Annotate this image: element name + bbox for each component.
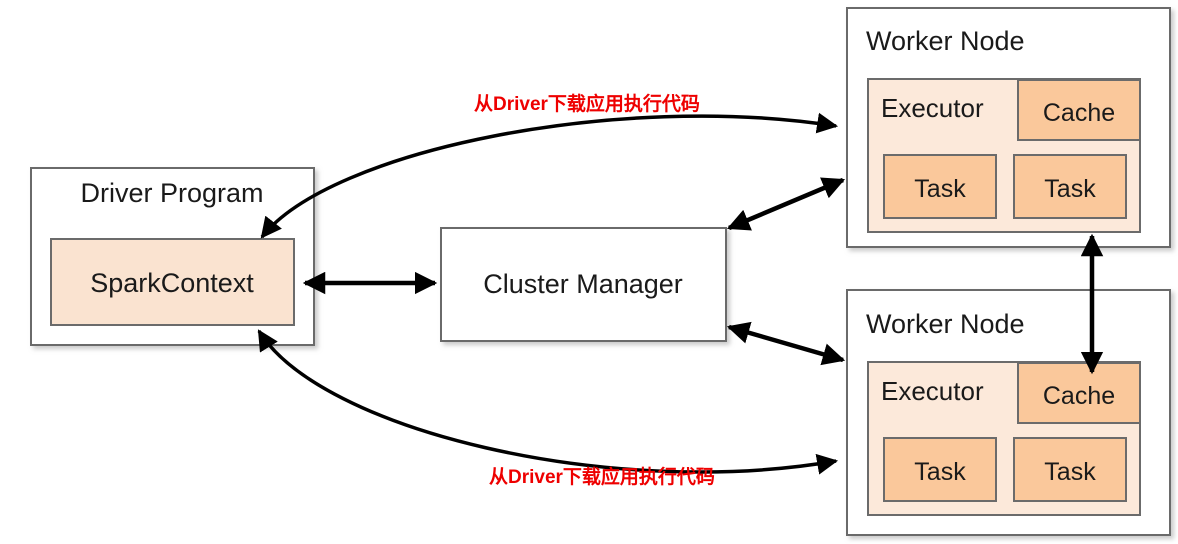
annotation-top-label: 从Driver下载应用执行代码: [474, 92, 700, 115]
worker-node-2-title: Worker Node: [866, 309, 1025, 339]
driver-program-title: Driver Program: [80, 178, 263, 208]
worker-node-2-cache-rect[interactable]: [1017, 362, 1141, 424]
worker-node-1-title: Worker Node: [866, 26, 1025, 56]
worker-node-1-task-1-rect[interactable]: [883, 154, 997, 219]
worker-node-2-task-2-rect[interactable]: [1013, 437, 1127, 502]
worker-node-1-task-2-rect[interactable]: [1013, 154, 1127, 219]
worker-node-1-task-1-label: Task: [914, 175, 966, 203]
worker-node-2-cache-label: Cache: [1043, 382, 1115, 410]
worker-node-2-executor-label: Executor: [881, 376, 984, 406]
worker-node-2-task-2-label: Task: [1044, 458, 1096, 486]
arrow-cluster-manager-worker-2: [726, 321, 846, 366]
spark-context-rect[interactable]: [50, 238, 295, 326]
worker-node-1-cache-rect[interactable]: [1017, 79, 1141, 141]
spark-context-label: SparkContext: [90, 268, 254, 298]
cluster-manager-box[interactable]: Cluster Manager: [440, 227, 727, 342]
worker-node-2-task-1-rect[interactable]: [883, 437, 997, 502]
worker-node-1-executor-label: Executor: [881, 93, 984, 123]
annotation-bottom-label: 从Driver下载应用执行代码: [489, 465, 715, 488]
arrow-code-download-top: [260, 112, 839, 239]
arrow-code-download-bottom: [257, 329, 839, 475]
worker-node-1-cache-label: Cache: [1043, 99, 1115, 127]
worker-node-1-task-2-label: Task: [1044, 175, 1096, 203]
worker-node-1[interactable]: Worker Node Executor Cache Task Task: [846, 7, 1171, 248]
cluster-manager-label: Cluster Manager: [483, 269, 683, 299]
driver-program-box[interactable]: Driver Program SparkContext: [30, 167, 315, 346]
worker-node-2-task-1-label: Task: [914, 458, 966, 486]
worker-node-2[interactable]: Worker Node Executor Cache Task Task: [846, 289, 1171, 536]
arrow-cluster-manager-worker-1: [726, 177, 846, 231]
